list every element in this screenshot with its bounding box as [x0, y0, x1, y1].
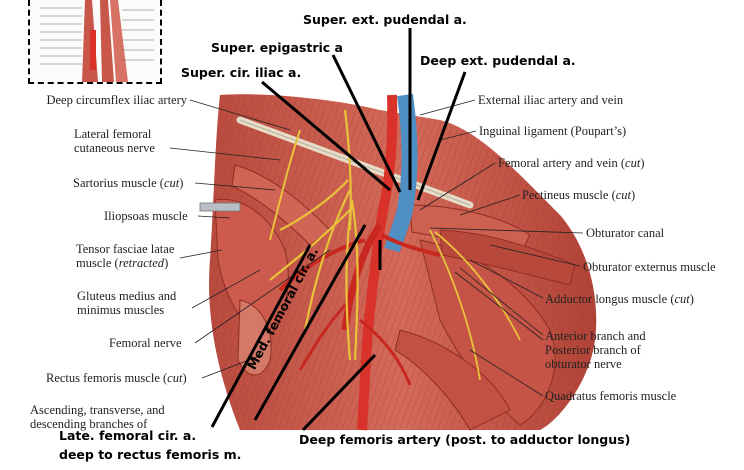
label-iliopsoas: Iliopsoas muscle — [104, 209, 188, 223]
thumbnail-inset — [28, 0, 162, 84]
label-adductor-longus: Adductor longus muscle (cut) — [545, 292, 694, 306]
label-external-iliac: External iliac artery and vein — [478, 93, 624, 107]
label-sartorius: Sartorius muscle (cut) — [73, 176, 184, 190]
obturator-nerve — [429, 229, 521, 381]
retractor — [199, 202, 241, 212]
medial-circumflex-artery — [381, 233, 441, 257]
label-obturator-externus: Obturator externus muscle — [583, 260, 716, 274]
annotation-deep-femoris: Deep femoris artery (post. to adductor l… — [299, 432, 631, 447]
annotation-super-cir-iliac: Super. cir. iliac a. — [181, 65, 302, 80]
annotation-super-epigastric: Super. epigastric a — [211, 40, 343, 55]
annotation-late-femoral-cir: Late. femoral cir. a. — [59, 428, 197, 443]
label-inguinal-ligament: Inguinal ligament (Poupart’s) — [479, 124, 627, 138]
label-femoral-nerve: Femoral nerve — [109, 336, 182, 350]
label-quadratus-femoris: Quadratus femoris muscle — [545, 389, 677, 403]
label-deep-circumflex-iliac: Deep circumflex iliac artery — [46, 93, 187, 107]
quadratus-femoris — [394, 329, 511, 431]
annotation-pointers — [210, 28, 467, 432]
femoral-vein — [384, 93, 418, 253]
thumbnail-figure — [30, 0, 160, 82]
label-obturator-canal: Obturator canal — [586, 226, 665, 240]
label-rectus-femoris: Rectus femoris muscle (cut) — [46, 371, 187, 385]
annotation-deep-ext-pudendal: Deep ext. pudendal a. — [420, 53, 576, 68]
annotation-super-ext-pudendal: Super. ext. pudendal a. — [303, 12, 467, 27]
femoral-artery — [357, 94, 398, 431]
label-femoral-artery-vein: Femoral artery and vein (cut) — [498, 156, 645, 170]
annotation-late-femoral-cir-2: deep to rectus femoris m. — [59, 447, 242, 462]
label-leaders — [169, 99, 584, 397]
rectus-femoris — [237, 299, 272, 376]
lateral-femoral-cutaneous-nerve — [269, 129, 301, 241]
tensor-fasciae-latae — [214, 198, 289, 341]
label-pectineus: Pectineus muscle (cut) — [522, 188, 636, 202]
